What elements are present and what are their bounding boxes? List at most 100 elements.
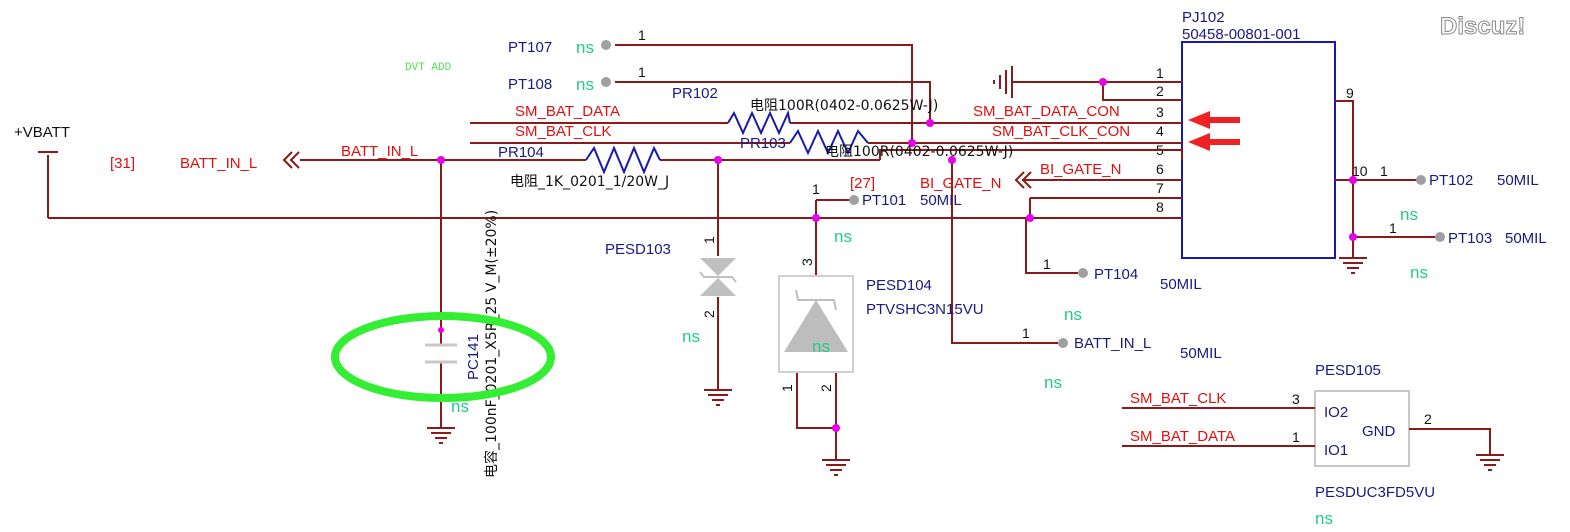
pesd105-pin3: 3 bbox=[1292, 391, 1300, 407]
pt102-pin: 1 bbox=[1380, 163, 1388, 179]
pesd105-gnd: GND bbox=[1362, 423, 1396, 440]
junction-dot bbox=[1349, 233, 1357, 241]
pt104-size: 50MIL bbox=[1160, 276, 1202, 293]
net-label-bi-gate-n-port: BI_GATE_N bbox=[920, 175, 1001, 192]
pc141-ref: PC141 bbox=[465, 334, 482, 380]
annotation-arrows bbox=[1188, 111, 1240, 151]
pesd104-pin2: 2 bbox=[818, 384, 834, 392]
pesd105-ns: ns bbox=[1315, 509, 1333, 528]
connector-part: 50458-00801-001 bbox=[1182, 26, 1300, 43]
pt101-ns: ns bbox=[834, 227, 852, 246]
pesd103-ref: PESD103 bbox=[605, 241, 671, 258]
junction-dot bbox=[1026, 214, 1034, 222]
pesd104-pin1: 1 bbox=[779, 384, 795, 392]
net-label-bi-gate-n-wire: BI_GATE_N bbox=[1040, 161, 1121, 178]
connector-pin-6: 6 bbox=[1156, 161, 1164, 177]
connector-pin-7: 7 bbox=[1156, 180, 1164, 196]
testpoint-pt104: 1 PT104 50MIL ns bbox=[1043, 256, 1202, 324]
pesd105-io2: IO2 bbox=[1324, 404, 1348, 421]
testpoint-pad-icon bbox=[849, 195, 859, 205]
batt-tp-size: 50MIL bbox=[1180, 345, 1222, 362]
tvs-diode-icon bbox=[784, 300, 848, 352]
port-chevron-icon bbox=[1014, 171, 1032, 189]
diode-pesd103: PESD103 1 2 ns bbox=[605, 236, 737, 406]
net-label-pesd105-clk: SM_BAT_CLK bbox=[1130, 390, 1226, 407]
pesd104-ns: ns bbox=[812, 337, 830, 356]
net-label-sm-bat-clk: SM_BAT_CLK bbox=[515, 123, 611, 140]
junction-dot bbox=[714, 156, 722, 164]
pt104-ref: PT104 bbox=[1094, 266, 1138, 283]
pt107-ref: PT107 bbox=[508, 39, 552, 56]
pt108-ns: ns bbox=[576, 75, 594, 94]
resistor-pr104: PR104 电阻_1K_0201_1/20W_J bbox=[498, 144, 669, 190]
pt101-size: 50MIL bbox=[920, 192, 962, 209]
pt102-ref: PT102 bbox=[1429, 172, 1473, 189]
page-ref-31: [31] bbox=[110, 155, 135, 172]
pt103-ns: ns bbox=[1410, 263, 1428, 282]
testpoint-pt108: PT108 ns 1 bbox=[508, 64, 646, 94]
resistor-zigzag-icon bbox=[727, 109, 791, 136]
connector-pin-9: 9 bbox=[1346, 85, 1354, 101]
junction-dot bbox=[926, 119, 934, 127]
port-chevron-icon bbox=[282, 151, 300, 169]
junction-dot bbox=[1099, 78, 1107, 86]
net-label-sm-bat-data: SM_BAT_DATA bbox=[515, 103, 620, 120]
net-label-sm-bat-data-con: SM_BAT_DATA_CON bbox=[973, 103, 1120, 120]
pt101-pin: 1 bbox=[812, 181, 820, 197]
pt103-pin: 1 bbox=[1389, 220, 1397, 236]
junction-dot bbox=[1349, 176, 1357, 184]
net-label-pesd105-data: SM_BAT_DATA bbox=[1130, 428, 1235, 445]
net-label-sm-bat-clk-con: SM_BAT_CLK_CON bbox=[992, 123, 1130, 140]
pt102-size: 50MIL bbox=[1497, 172, 1539, 189]
net-label-batt-in-l-wire: BATT_IN_L bbox=[341, 143, 418, 160]
pesd105-pin1: 1 bbox=[1292, 429, 1300, 445]
diode-pesd105: PESD105 IO2 IO1 GND 3 1 2 SM_BAT_CLK SM_… bbox=[1122, 362, 1504, 528]
pesd103-pin2: 2 bbox=[701, 310, 717, 318]
pr103-value: 电阻100R(0402-0.0625W-J) bbox=[825, 144, 1013, 160]
pt101-ref: PT101 bbox=[862, 192, 906, 209]
connector-right-wiring bbox=[1335, 100, 1436, 274]
connector-pin-8: 8 bbox=[1156, 199, 1164, 215]
watermark-text: Discuz! bbox=[1440, 13, 1525, 40]
page-ref-27: [27] bbox=[850, 175, 875, 192]
chassis-ground-icon bbox=[993, 66, 1182, 101]
connector-body bbox=[1181, 41, 1336, 259]
testpoint-pad-icon bbox=[1058, 338, 1068, 348]
connector-pin-2: 2 bbox=[1156, 83, 1164, 99]
testpoint-pad-icon bbox=[1078, 268, 1088, 278]
capacitor-pc141: PC141 电容_100nF_0201_X5R_25 V_M(±20%) ns bbox=[331, 210, 555, 478]
pt108-ref: PT108 bbox=[508, 76, 552, 93]
pr104-ref: PR104 bbox=[498, 144, 544, 161]
junction-dot bbox=[948, 156, 956, 164]
connector-pin-10: 10 bbox=[1352, 163, 1368, 179]
pr102-ref: PR102 bbox=[672, 85, 718, 102]
pt103-ref: PT103 bbox=[1448, 230, 1492, 247]
testpoint-pad-icon bbox=[601, 40, 611, 50]
arrow-left-icon bbox=[1188, 111, 1240, 129]
pr104-value: 电阻_1K_0201_1/20W_J bbox=[510, 174, 669, 190]
testpoint-pt107: PT107 ns 1 bbox=[508, 27, 646, 57]
ground-icon bbox=[704, 389, 732, 406]
pt107-ns: ns bbox=[576, 38, 594, 57]
net-label-batt-in-l-port: BATT_IN_L bbox=[180, 155, 257, 172]
testpoint-pad-icon bbox=[601, 77, 611, 87]
pesd105-part: PESDUC3FD5VU bbox=[1315, 484, 1435, 501]
junction-dot bbox=[812, 214, 820, 222]
highlight-ellipse bbox=[331, 312, 555, 402]
net-junctions bbox=[437, 119, 1034, 432]
connector-pj102: PJ102 50458-00801-001 1 2 3 4 5 6 7 8 9 … bbox=[1156, 9, 1368, 259]
ground-icon bbox=[822, 459, 850, 476]
dvt-note: DVT ADD bbox=[405, 62, 452, 74]
pt104-ns: ns bbox=[1064, 305, 1082, 324]
pesd105-pin2: 2 bbox=[1424, 411, 1432, 427]
junction-dot bbox=[908, 139, 916, 147]
pesd104-part: PTVSHC3N15VU bbox=[866, 301, 984, 318]
testpoint-pad-icon bbox=[1435, 232, 1445, 242]
resistor-zigzag-icon bbox=[789, 128, 869, 156]
connector-pin-4: 4 bbox=[1156, 123, 1164, 139]
resistor-zigzag-icon bbox=[585, 145, 661, 175]
testpoint-pt103: 1 PT103 50MIL ns bbox=[1389, 220, 1547, 282]
batt-tp-ns: ns bbox=[1044, 373, 1062, 392]
ground-icon bbox=[1476, 454, 1504, 471]
